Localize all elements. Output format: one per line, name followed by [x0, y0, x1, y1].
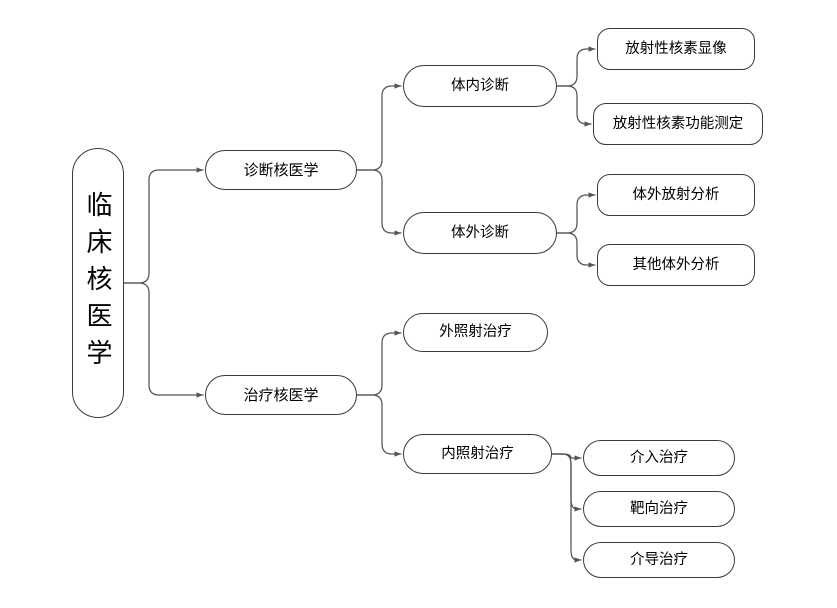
- connector-root-to-therapeutic: [123, 282, 204, 398]
- node-external-radiation-therapy[interactable]: 外照射治疗: [403, 313, 548, 352]
- node-in-vitro-radioassay[interactable]: 体外放射分析: [597, 174, 755, 216]
- connector-internal-rt-to-targeted: [551, 453, 582, 512]
- node-targeted-label: 靶向治疗: [630, 500, 688, 517]
- node-radionuclide-imaging-label: 放射性核素显像: [625, 40, 727, 57]
- node-in-vivo-label: 体内诊断: [451, 77, 509, 94]
- node-mediated-label: 介导治疗: [630, 551, 688, 568]
- node-radionuclide-imaging[interactable]: 放射性核素显像: [597, 28, 755, 70]
- connector-root-to-diagnostic: [123, 167, 204, 284]
- connector-therapeutic-to-internal-rt: [356, 394, 402, 457]
- connector-in-vivo-to-radionuclide-imaging: [556, 46, 596, 87]
- node-in-vitro-diagnosis[interactable]: 体外诊断: [403, 212, 557, 254]
- node-in-vivo-diagnosis[interactable]: 体内诊断: [403, 65, 557, 107]
- connector-in-vitro-to-radioassay: [556, 192, 596, 234]
- node-root-label: 临床核医学: [83, 190, 113, 376]
- node-therapeutic-nuclear-medicine[interactable]: 治疗核医学: [205, 375, 357, 415]
- node-external-rt-label: 外照射治疗: [439, 324, 512, 341]
- connector-therapeutic-to-external-rt: [356, 330, 402, 396]
- connector-internal-rt-to-mediated: [551, 453, 582, 563]
- node-radionuclide-function-label: 放射性核素功能测定: [612, 115, 744, 132]
- node-internal-radiation-therapy[interactable]: 内照射治疗: [403, 434, 552, 474]
- node-interventional-label: 介入治疗: [630, 449, 688, 466]
- node-other-in-vitro-label: 其他体外分析: [632, 256, 720, 273]
- node-other-in-vitro-analysis[interactable]: 其他体外分析: [597, 244, 755, 286]
- connector-in-vitro-to-other-in-vitro: [556, 232, 596, 268]
- connector-diagnostic-to-in-vitro: [356, 169, 402, 236]
- node-radionuclide-function-measurement[interactable]: 放射性核素功能测定: [593, 103, 763, 145]
- node-root[interactable]: 临床核医学: [72, 148, 124, 418]
- connector-in-vivo-to-radionuclide-function: [556, 85, 592, 127]
- node-in-vitro-radioassay-label: 体外放射分析: [632, 186, 720, 203]
- connector-diagnostic-to-in-vivo: [356, 83, 402, 171]
- node-interventional-therapy[interactable]: 介入治疗: [583, 440, 735, 476]
- node-mediated-therapy[interactable]: 介导治疗: [583, 542, 735, 578]
- node-internal-rt-label: 内照射治疗: [441, 445, 514, 462]
- node-in-vitro-label: 体外诊断: [451, 224, 509, 241]
- node-targeted-therapy[interactable]: 靶向治疗: [583, 491, 735, 527]
- node-therapeutic-label: 治疗核医学: [243, 386, 319, 404]
- node-diagnostic-nuclear-medicine[interactable]: 诊断核医学: [205, 150, 357, 190]
- node-diagnostic-label: 诊断核医学: [243, 161, 319, 179]
